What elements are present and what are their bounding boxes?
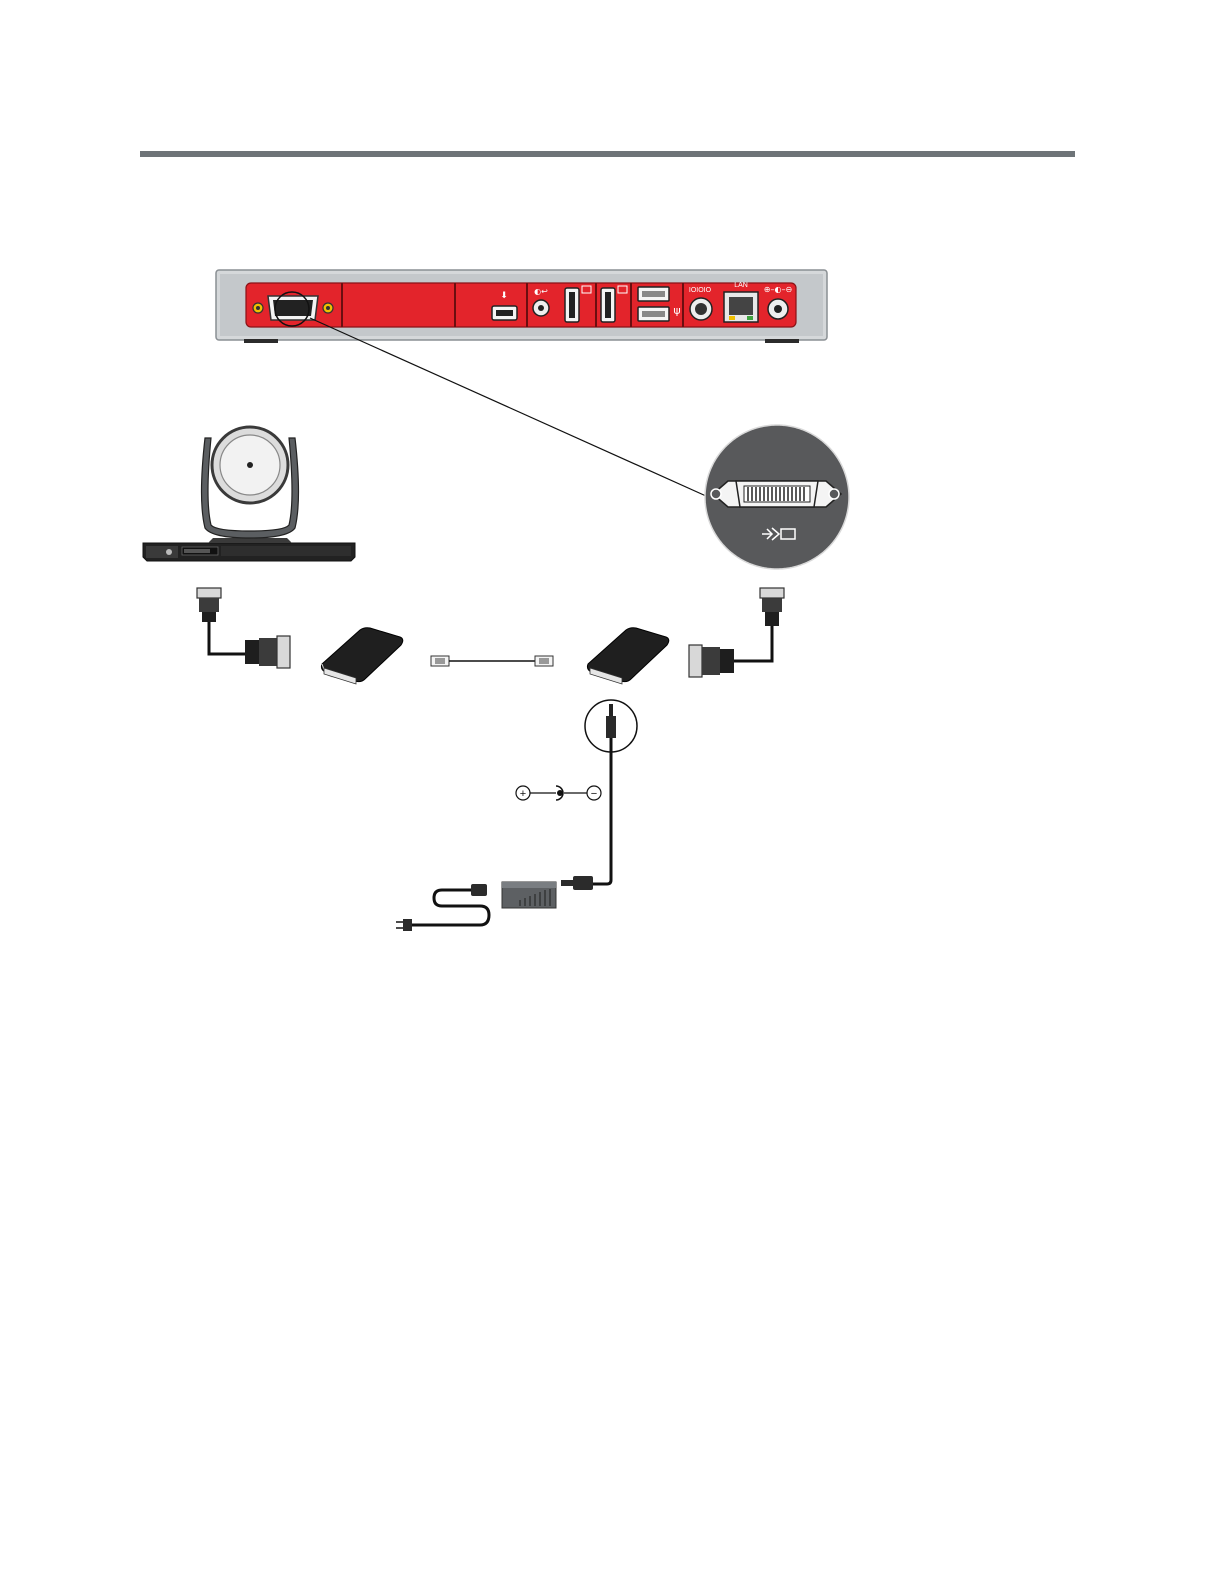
svg-text:⊕–◐–⊖: ⊕–◐–⊖	[764, 285, 792, 294]
codec-foot-right	[765, 339, 799, 343]
codec-rear-panel: ⬇ ◐↩ ψ IOIOIO LAN	[216, 270, 827, 343]
serial-label: IOIOIO	[689, 287, 712, 294]
ac-power-cord	[396, 884, 489, 931]
negative-symbol: −	[591, 788, 597, 800]
polarity-diagram: + −	[516, 786, 601, 800]
svg-text:◐↩: ◐↩	[534, 287, 548, 296]
extender-left	[321, 628, 402, 684]
codec-foot-left	[244, 339, 278, 343]
power-adapter	[502, 876, 593, 908]
extender-right	[587, 628, 668, 684]
svg-text:⬇: ⬇	[500, 291, 508, 301]
power-plug-callout	[585, 700, 637, 752]
positive-symbol: +	[520, 788, 526, 800]
dc-power-cable	[593, 752, 611, 884]
dvi-connector-callout	[705, 425, 849, 569]
codec-serial-port: IOIOIO	[689, 287, 712, 320]
callout-leader-line	[310, 318, 706, 496]
codec-cable	[689, 588, 784, 677]
camera-cable	[197, 588, 290, 668]
ptz-camera	[143, 427, 355, 561]
lan-label: LAN	[734, 282, 748, 289]
svg-text:ψ: ψ	[673, 304, 680, 317]
network-cable	[431, 656, 553, 666]
